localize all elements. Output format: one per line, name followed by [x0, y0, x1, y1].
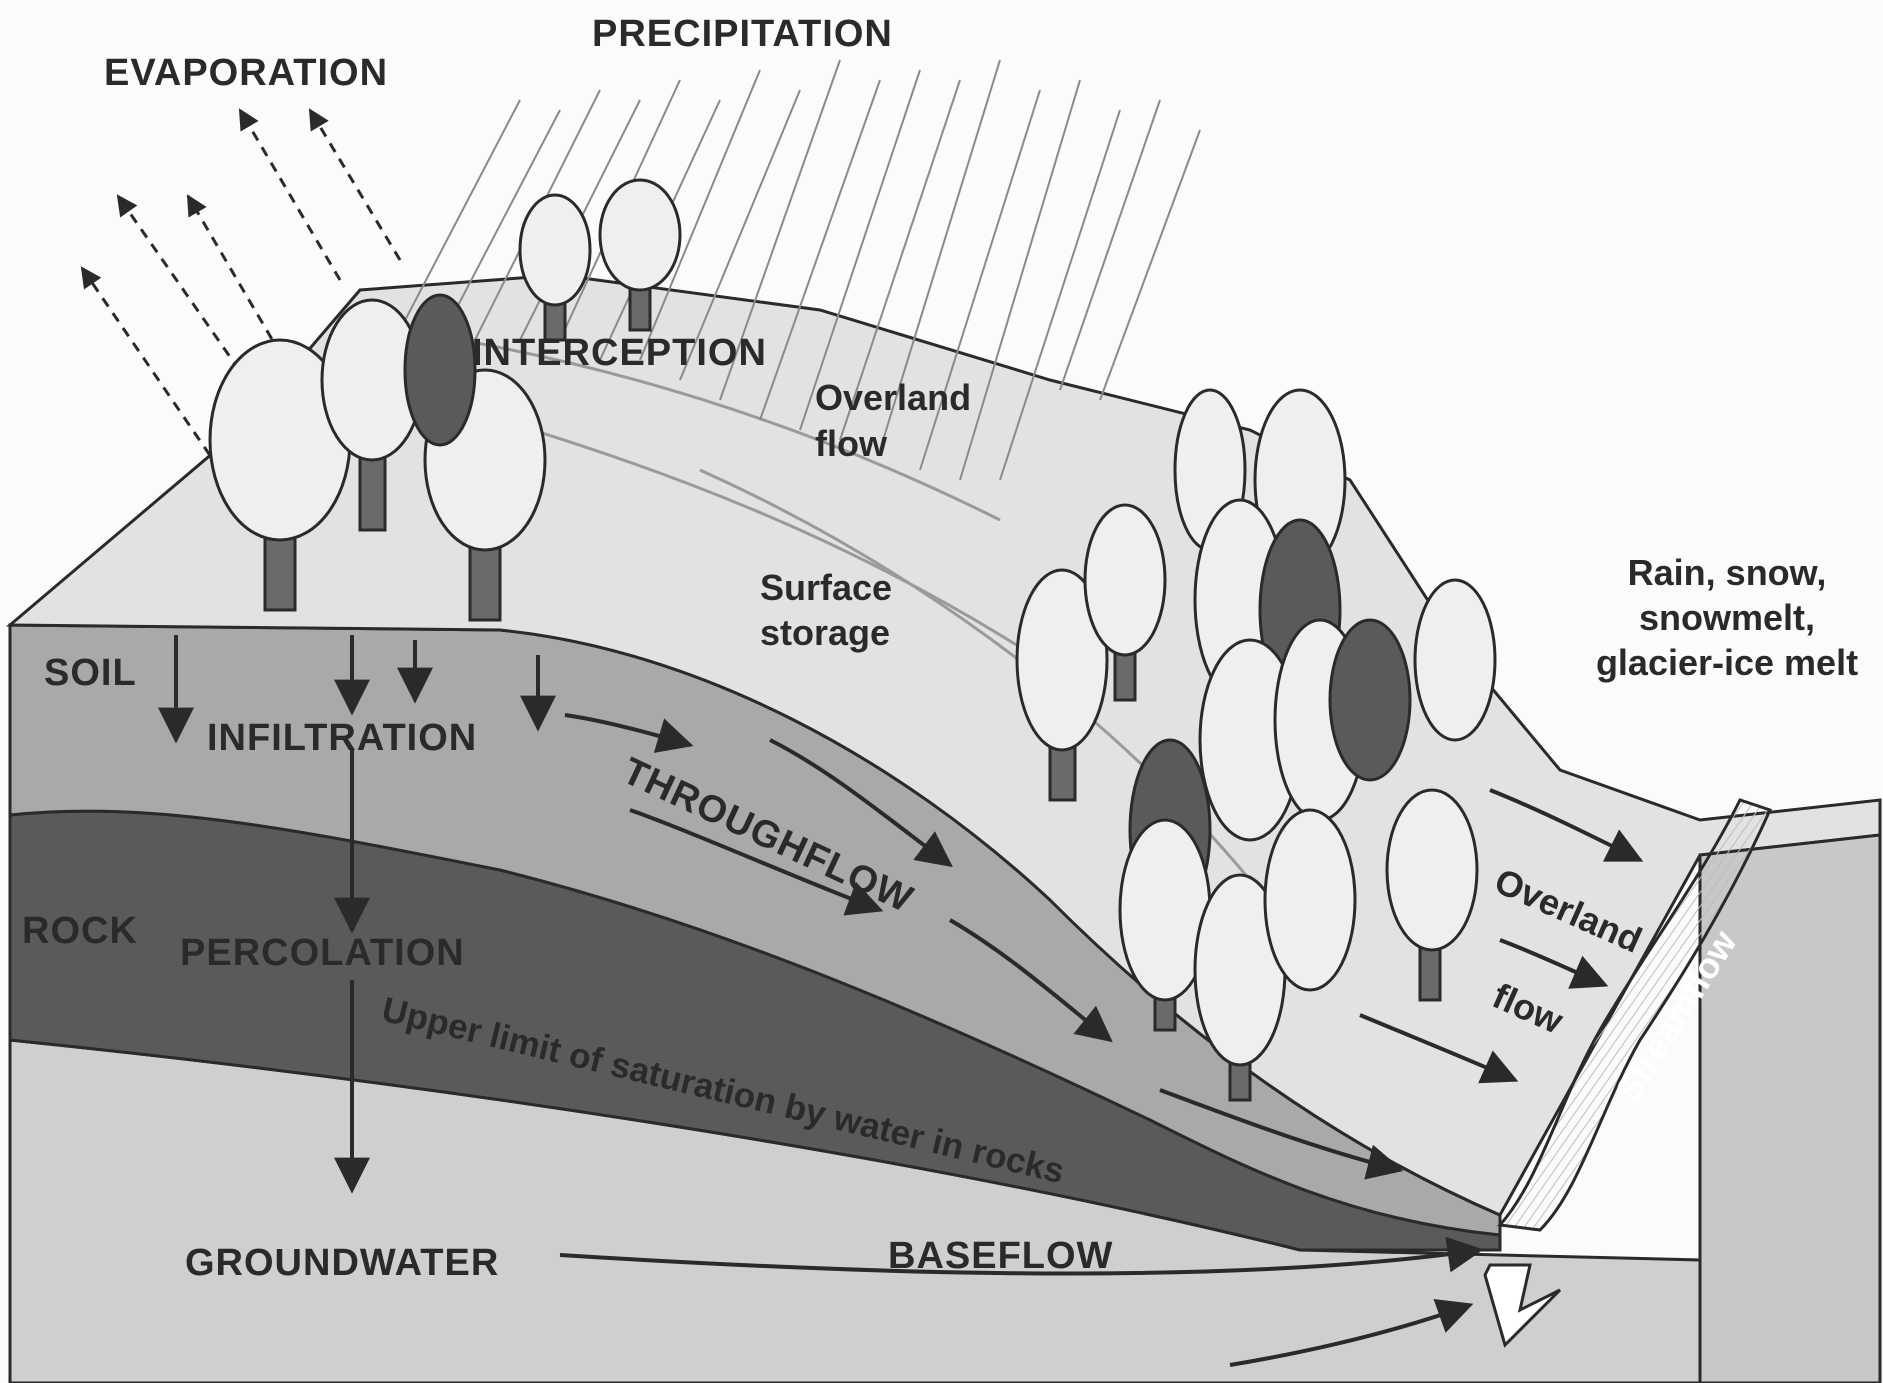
- label-surface-storage-2: storage: [760, 612, 890, 653]
- label-rock: ROCK: [22, 910, 138, 952]
- tree-icon: [405, 295, 475, 445]
- label-soil: SOIL: [44, 652, 137, 694]
- label-rain-snow-2: snowmelt,: [1639, 597, 1815, 638]
- label-rain-snow-3: glacier-ice melt: [1596, 642, 1858, 683]
- label-infiltration: INFILTRATION: [207, 717, 477, 759]
- label-surface-storage-1: Surface: [760, 567, 892, 608]
- tree-icon: [1415, 580, 1495, 740]
- label-overland-flow-top-1: Overland: [815, 377, 971, 418]
- tree-icon: [1265, 810, 1355, 990]
- label-evaporation: EVAPORATION: [104, 52, 388, 94]
- label-interception: INTERCEPTION: [472, 332, 767, 374]
- block-right-face: [1700, 835, 1880, 1383]
- label-overland-flow-top-2: flow: [815, 423, 888, 464]
- label-percolation: PERCOLATION: [180, 932, 465, 974]
- label-groundwater: GROUNDWATER: [185, 1242, 499, 1284]
- tree-icon: [1330, 620, 1410, 780]
- label-rain-snow-1: Rain, snow,: [1628, 552, 1827, 593]
- label-baseflow: BASEFLOW: [888, 1235, 1113, 1277]
- label-precipitation: PRECIPITATION: [592, 13, 893, 55]
